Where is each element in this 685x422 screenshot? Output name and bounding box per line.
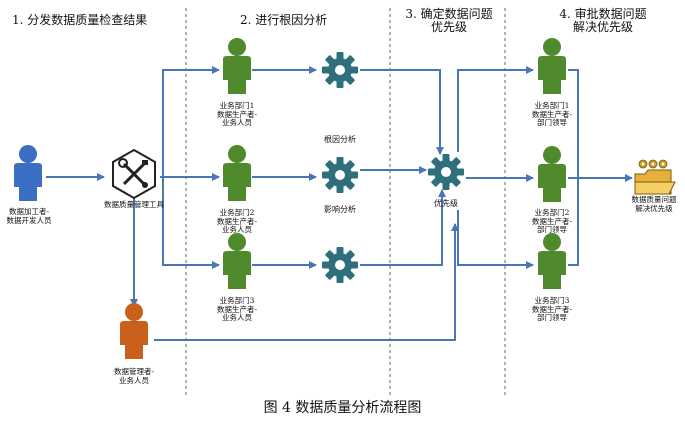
tool-wrench-icon — [112, 148, 156, 200]
dept3-staff-label-line3: 业务人员 — [222, 313, 252, 323]
processor-person-icon — [14, 145, 42, 201]
arrow-gear3-to-priority — [360, 189, 446, 266]
dept2-staff-label-line3: 业务人员 — [222, 225, 252, 235]
dept1-leader-label-line3: 部门领导 — [537, 118, 567, 128]
phase-header-2: 2. 进行根因分析 — [240, 13, 328, 27]
result-label-line1: 数据质量问题 — [631, 195, 677, 204]
dept2-staff-label-line2: 数据生产者- — [216, 216, 258, 226]
dept2-leader-label-line3: 部门领导 — [537, 225, 567, 235]
dept3-leader-person-icon — [538, 233, 566, 289]
phase-header-3-line1: 3. 确定数据问题 — [405, 7, 493, 21]
manager-label-line2: 业务人员 — [119, 375, 149, 385]
arrow-manager-to-priority — [154, 223, 459, 341]
processor-label-line1: 数据加工者- — [8, 207, 50, 216]
result-label-line2: 解决优先级 — [635, 203, 673, 213]
arrow-priority-to-leader1 — [457, 66, 534, 152]
dept1-leader-label: 业务部门1 数据生产者- 部门领导 — [522, 101, 582, 128]
dept1-staff-label-line2: 数据生产者- — [216, 109, 258, 119]
priority-gear-icon — [420, 146, 472, 198]
impact-gear-icon — [314, 149, 366, 201]
phase-header-3-line2: 优先级 — [430, 20, 467, 35]
result-label: 数据质量问题 解决优先级 — [626, 195, 682, 213]
dept3-staff-label: 业务部门3 数据生产者- 业务人员 — [207, 296, 267, 323]
dept3-staff-label-line1: 业务部门3 — [219, 296, 255, 305]
root-cause-label: 根因分析 — [324, 135, 356, 144]
dept3-leader-label: 业务部门3 数据生产者- 部门领导 — [522, 296, 582, 323]
result-folder-icon — [634, 159, 676, 195]
connector-leader1 — [568, 69, 579, 178]
dept3-staff-label-line2: 数据生产者- — [216, 304, 258, 314]
processor-label: 数据加工者- 数据开发人员 — [0, 207, 58, 225]
flow-arrows — [46, 66, 633, 341]
dept2-leader-person-icon — [538, 146, 566, 202]
dept2-leader-label: 业务部门2 数据生产者- 部门领导 — [522, 208, 582, 235]
dept1-leader-label-line2: 数据生产者- — [531, 109, 573, 119]
phase-header-4: 4. 审批数据问题 解决优先级 — [548, 7, 658, 35]
manager-label-line1: 数据管理者- — [113, 367, 155, 376]
root-cause-gear-icon — [314, 44, 366, 96]
connector-leader3 — [568, 178, 579, 266]
dept2-leader-label-line2: 数据生产者- — [531, 216, 573, 226]
figure-caption: 图 4 数据质量分析流程图 — [263, 400, 422, 416]
processor-label-line2: 数据开发人员 — [6, 215, 52, 225]
phase-header-4-line2: 解决优先级 — [572, 20, 633, 35]
arrow-tool-to-dept3 — [162, 177, 220, 269]
arrow-priority-to-leader3 — [457, 210, 534, 269]
dept1-leader-label-line1: 业务部门1 — [534, 101, 570, 110]
dept2-leader-label-line1: 业务部门2 — [534, 208, 570, 217]
dept3-leader-label-line2: 数据生产者- — [531, 304, 573, 314]
dept1-leader-person-icon — [538, 38, 566, 94]
dept1-staff-label: 业务部门1 数据生产者- 业务人员 — [207, 101, 267, 128]
dept3-leader-label-line3: 部门领导 — [537, 313, 567, 323]
phase-header-3: 3. 确定数据问题 优先级 — [403, 7, 495, 35]
phase-dividers — [185, 8, 506, 398]
phase-header-4-line1: 4. 审批数据问题 — [559, 7, 647, 21]
dept1-staff-person-icon — [223, 38, 251, 94]
dept1-staff-label-line3: 业务人员 — [222, 118, 252, 128]
priority-label: 优先级 — [434, 199, 458, 208]
manager-label: 数据管理者- 业务人员 — [104, 367, 164, 385]
dept2-staff-label: 业务部门2 数据生产者- 业务人员 — [207, 208, 267, 235]
dept3-staff-person-icon — [223, 233, 251, 289]
impact-label: 影响分析 — [324, 205, 356, 214]
arrow-gear1-to-priority — [360, 69, 444, 155]
tool-label: 数据质量管理工具 — [104, 200, 164, 209]
dept3-leader-label-line1: 业务部门3 — [534, 296, 570, 305]
phase-header-1: 1. 分发数据质量检查结果 — [12, 13, 148, 27]
manager-person-icon — [120, 303, 148, 359]
dept2-staff-person-icon — [223, 145, 251, 201]
gear-icon — [314, 239, 366, 291]
dept2-staff-label-line1: 业务部门2 — [219, 208, 255, 217]
dept1-staff-label-line1: 业务部门1 — [219, 101, 255, 110]
